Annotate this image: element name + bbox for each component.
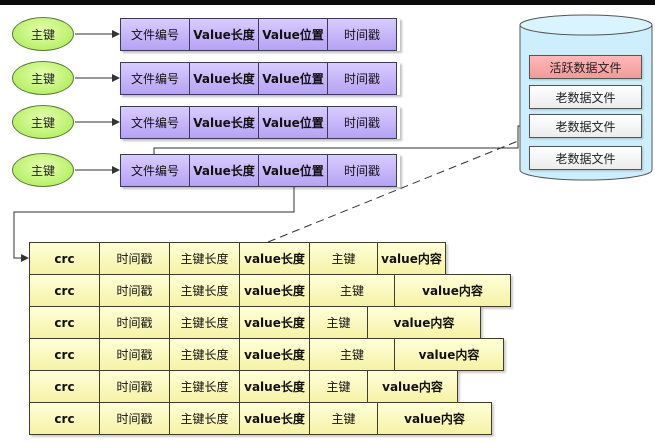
key-label: 主键 bbox=[30, 163, 55, 178]
field-timestamp: 时间戳 bbox=[327, 18, 397, 51]
field-value-position: Value位置 bbox=[258, 106, 328, 139]
field-value-length: Value长度 bbox=[189, 106, 259, 139]
field-timestamp: 时间戳 bbox=[327, 106, 397, 139]
data-record: crc 时间戳 主键长度 value长度 主键 value内容 bbox=[29, 402, 492, 435]
key-node: 主键 bbox=[12, 17, 74, 51]
field-crc: crc bbox=[29, 402, 100, 435]
field-value-content: value内容 bbox=[377, 242, 446, 275]
field-value-length: Value长度 bbox=[189, 18, 259, 51]
key-label: 主键 bbox=[30, 71, 55, 86]
old-data-file: 老数据文件 bbox=[529, 85, 642, 109]
field-value-content: value内容 bbox=[394, 338, 504, 371]
field-timestamp: 时间戳 bbox=[99, 274, 170, 307]
field-value-content: value内容 bbox=[377, 402, 492, 435]
key-node: 主键 bbox=[12, 61, 74, 95]
field-timestamp: 时间戳 bbox=[99, 306, 170, 339]
index-record: 文件编号 Value长度 Value位置 时间戳 bbox=[120, 18, 400, 51]
old-data-file: 老数据文件 bbox=[529, 114, 642, 138]
field-file-id: 文件编号 bbox=[120, 154, 190, 187]
field-timestamp: 时间戳 bbox=[99, 242, 170, 275]
field-key-length: 主键长度 bbox=[169, 306, 240, 339]
field-value-content: value内容 bbox=[367, 306, 481, 339]
data-record: crc 时间戳 主键长度 value长度 主键 value内容 bbox=[29, 306, 481, 339]
field-key-length: 主键长度 bbox=[169, 402, 240, 435]
field-value-length: Value长度 bbox=[189, 154, 259, 187]
field-timestamp: 时间戳 bbox=[99, 402, 170, 435]
key-node: 主键 bbox=[12, 153, 74, 187]
index-record: 文件编号 Value长度 Value位置 时间戳 bbox=[120, 154, 400, 187]
top-bar bbox=[0, 0, 655, 5]
field-value-position: Value位置 bbox=[258, 154, 328, 187]
value-position-arrow bbox=[13, 187, 295, 262]
field-file-id: 文件编号 bbox=[120, 18, 190, 51]
index-record: 文件编号 Value长度 Value位置 时间戳 bbox=[120, 62, 400, 95]
field-value-position: Value位置 bbox=[258, 18, 328, 51]
field-key: 主键 bbox=[309, 274, 395, 307]
field-key-length: 主键长度 bbox=[169, 242, 240, 275]
field-key: 主键 bbox=[309, 338, 395, 371]
data-record: crc 时间戳 主键长度 value长度 主键 value内容 bbox=[29, 274, 511, 307]
field-file-id: 文件编号 bbox=[120, 62, 190, 95]
field-file-id: 文件编号 bbox=[120, 106, 190, 139]
field-crc: crc bbox=[29, 370, 100, 403]
field-key: 主键 bbox=[309, 306, 368, 339]
field-value-length: value长度 bbox=[239, 402, 310, 435]
data-record: crc 时间戳 主键长度 value长度 主键 value内容 bbox=[29, 338, 504, 371]
field-key: 主键 bbox=[309, 370, 368, 403]
field-value-content: value内容 bbox=[394, 274, 511, 307]
field-value-length: value长度 bbox=[239, 338, 310, 371]
field-key: 主键 bbox=[309, 242, 378, 275]
key-label: 主键 bbox=[30, 115, 55, 130]
field-key-length: 主键长度 bbox=[169, 370, 240, 403]
old-data-file: 老数据文件 bbox=[529, 146, 642, 170]
field-crc: crc bbox=[29, 338, 100, 371]
field-timestamp: 时间戳 bbox=[99, 338, 170, 371]
field-value-position: Value位置 bbox=[258, 62, 328, 95]
field-value-length: Value长度 bbox=[189, 62, 259, 95]
field-timestamp: 时间戳 bbox=[327, 154, 397, 187]
field-key-length: 主键长度 bbox=[169, 274, 240, 307]
active-data-file: 活跃数据文件 bbox=[529, 55, 642, 79]
data-record: crc 时间戳 主键长度 value长度 主键 value内容 bbox=[29, 242, 446, 275]
field-crc: crc bbox=[29, 242, 100, 275]
key-label: 主键 bbox=[30, 27, 55, 42]
record-to-file-dashed bbox=[267, 135, 529, 243]
key-node: 主键 bbox=[12, 105, 74, 139]
field-value-content: value内容 bbox=[367, 370, 458, 403]
field-timestamp: 时间戳 bbox=[99, 370, 170, 403]
field-value-length: value长度 bbox=[239, 306, 310, 339]
field-crc: crc bbox=[29, 274, 100, 307]
field-value-length: value长度 bbox=[239, 370, 310, 403]
index-record: 文件编号 Value长度 Value位置 时间戳 bbox=[120, 106, 400, 139]
field-key-length: 主键长度 bbox=[169, 338, 240, 371]
field-value-length: value长度 bbox=[239, 242, 310, 275]
field-value-length: value长度 bbox=[239, 274, 310, 307]
field-crc: crc bbox=[29, 306, 100, 339]
data-record: crc 时间戳 主键长度 value长度 主键 value内容 bbox=[29, 370, 458, 403]
field-key: 主键 bbox=[309, 402, 378, 435]
field-timestamp: 时间戳 bbox=[327, 62, 397, 95]
